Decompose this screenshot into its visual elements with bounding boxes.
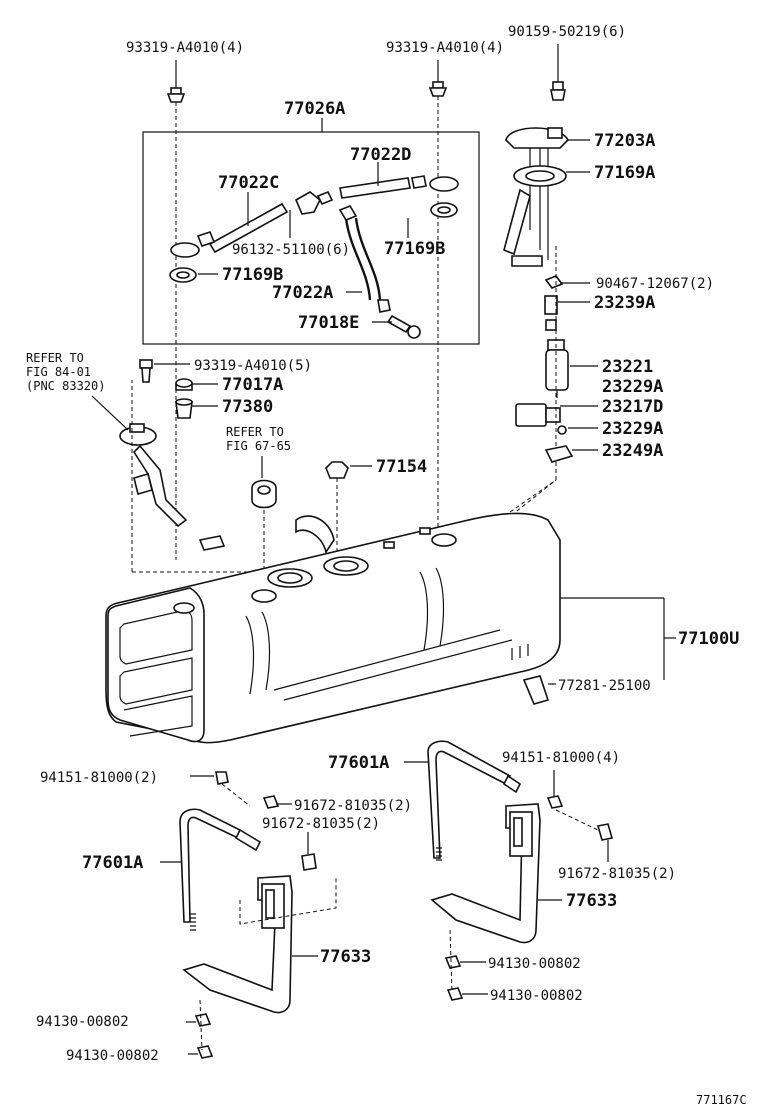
label-94130-left-b: 94130-00802 xyxy=(66,1048,159,1064)
label-23229a-top: 23229A xyxy=(602,377,663,397)
label-23249a: 23249A xyxy=(602,441,663,461)
label-refer-1-line1: REFER TO xyxy=(26,351,84,365)
label-77281: 77281-25100 xyxy=(558,678,651,694)
label-77022c: 77022C xyxy=(218,173,279,193)
label-refer-2-line1: REFER TO xyxy=(226,425,284,439)
band-77601a-right-icon xyxy=(427,740,522,861)
label-77169a: 77169A xyxy=(594,163,655,183)
washer-94151-right-icon xyxy=(546,795,564,809)
label-bolt-mid: 93319-A4010(4) xyxy=(386,40,504,56)
fuel-tank-77100u-icon xyxy=(105,512,561,744)
label-refer-1-line3: (PNC 83320) xyxy=(26,379,105,393)
label-77169b-right: 77169B xyxy=(384,239,445,259)
bolt-mid-icon xyxy=(428,81,448,540)
label-94130-left-a: 94130-00802 xyxy=(36,1014,129,1030)
label-94130-right-b: 94130-00802 xyxy=(490,988,583,1004)
gauge-77203a-icon xyxy=(503,127,569,267)
label-77154: 77154 xyxy=(376,457,427,477)
label-93319-5: 93319-A4010(5) xyxy=(194,358,312,374)
label-bolt-left: 93319-A4010(4) xyxy=(126,40,244,56)
label-23217d: 23217D xyxy=(602,397,663,417)
label-23239a: 23239A xyxy=(594,293,655,313)
bolt-left-icon xyxy=(166,87,186,560)
hose-77022c-icon xyxy=(170,202,289,258)
label-77601a-right: 77601A xyxy=(328,753,389,773)
nut-94130-right-b-icon xyxy=(446,987,464,1001)
label-77022a: 77022A xyxy=(272,283,333,303)
bracket-77281-icon xyxy=(522,675,550,705)
label-91672-a: 91672-81035(2) xyxy=(294,798,412,814)
dash-pump-to-tank xyxy=(469,246,557,541)
leader-refer-1 xyxy=(91,395,129,431)
gasket-77169b-left-icon xyxy=(169,267,197,283)
plug-77017a-icon xyxy=(175,378,193,391)
valve-96132-icon xyxy=(294,190,334,215)
connector-23217d-icon xyxy=(515,403,561,427)
gasket-77169b-right-icon xyxy=(430,202,458,218)
gasket-77169a-icon xyxy=(513,165,567,187)
screw-top-icon xyxy=(550,81,566,101)
hose-77022d-icon xyxy=(339,175,459,199)
filter-23239a-icon xyxy=(544,295,558,331)
label-90467: 90467-12067(2) xyxy=(596,276,714,292)
bolt-91672-a-icon xyxy=(262,795,280,809)
clamp-90467-icon xyxy=(544,275,564,289)
band-77601a-left-icon xyxy=(179,808,262,931)
label-77022d: 77022D xyxy=(350,145,411,165)
label-77018e: 77018E xyxy=(298,313,359,333)
washer-94151-left-icon xyxy=(215,771,229,785)
bolt-93319-5-icon xyxy=(139,359,153,383)
hose-77022a-icon xyxy=(338,205,382,301)
nut-94130-right-a-icon xyxy=(444,955,462,969)
label-77100u: 77100U xyxy=(678,629,739,649)
label-91672-right: 91672-81035(2) xyxy=(558,866,676,882)
kit-77026a-box xyxy=(142,131,480,345)
grommet-77154-icon xyxy=(325,461,349,479)
label-77017a: 77017A xyxy=(222,375,283,395)
nut-94130-left-a-icon xyxy=(194,1013,212,1027)
bolt-91672-right-icon xyxy=(596,823,614,841)
ring-23229a-icon xyxy=(557,425,567,435)
nut-94130-left-b-icon xyxy=(196,1045,214,1059)
pump-23221-icon xyxy=(545,339,569,398)
bolt-91672-b-icon xyxy=(301,853,317,871)
grommet-refer-2-icon xyxy=(251,479,277,509)
cushion-23249a-icon xyxy=(544,445,574,463)
label-77380: 77380 xyxy=(222,397,273,417)
label-94130-right-a: 94130-00802 xyxy=(488,956,581,972)
label-23221: 23221 xyxy=(602,357,653,377)
label-77633-right: 77633 xyxy=(566,891,617,911)
label-94151-right: 94151-81000(4) xyxy=(502,750,620,766)
sender-left-icon xyxy=(119,423,226,551)
hose-77018e-icon xyxy=(377,299,421,339)
label-77203a: 77203A xyxy=(594,131,655,151)
label-91672-b: 91672-81035(2) xyxy=(262,816,380,832)
bracket-77633-left-icon xyxy=(182,875,293,1014)
label-96132: 96132-51100(6) xyxy=(232,242,350,258)
label-77601a-left: 77601A xyxy=(82,853,143,873)
dash-right-strap xyxy=(449,809,599,993)
label-refer-1-line2: FIG 84-01 xyxy=(26,365,91,379)
diagram-code: 771167C xyxy=(696,1093,747,1107)
label-screw-top: 90159-50219(6) xyxy=(508,24,626,40)
label-refer-2-line2: FIG 67-65 xyxy=(226,439,291,453)
label-23229a: 23229A xyxy=(602,419,663,439)
label-77633-left: 77633 xyxy=(320,947,371,967)
bracket-77633-right-icon xyxy=(430,803,541,944)
cap-77380-icon xyxy=(175,398,193,419)
label-77169b-left: 77169B xyxy=(222,265,283,285)
label-94151-left: 94151-81000(2) xyxy=(40,770,158,786)
label-kit-77026a: 77026A xyxy=(284,99,345,119)
dash-left-strap xyxy=(199,783,337,1051)
